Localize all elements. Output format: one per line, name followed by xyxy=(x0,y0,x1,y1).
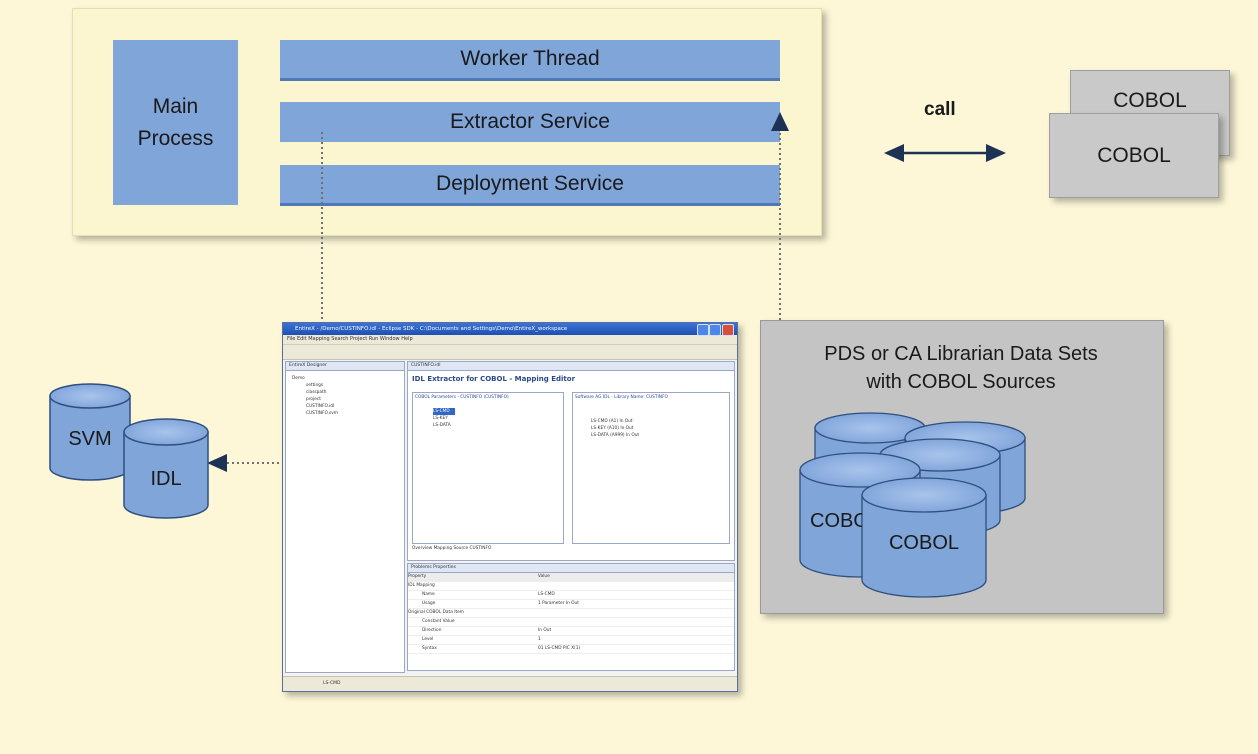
idl-panel-label: Software AG IDL - Library Name: CUSTINFO xyxy=(575,395,668,400)
cobol-parameters-label: COBOL Parameters - CUSTINFO (CUSTINFO) xyxy=(415,395,509,400)
properties-tabs[interactable]: Problems Properties xyxy=(408,564,734,573)
property-name: Usage xyxy=(422,601,436,606)
property-value: 1 xyxy=(538,637,541,642)
minimize-icon[interactable] xyxy=(697,324,709,336)
worker-thread-label: Worker Thread xyxy=(460,47,600,70)
worker-thread-box: Worker Thread xyxy=(280,40,780,81)
property-header: Property xyxy=(408,574,427,579)
svm-file-cylinder xyxy=(49,383,131,481)
property-name: Level xyxy=(422,637,434,642)
navigator-tab[interactable]: EntireX Designer xyxy=(286,362,404,371)
tree-file[interactable]: classpath xyxy=(306,390,327,395)
extractor-service-box: Extractor Service xyxy=(280,102,780,142)
property-value: 1 Parameter In Out xyxy=(538,601,579,606)
property-name: Direction xyxy=(422,628,442,633)
status-text: LS-CMD xyxy=(323,681,341,686)
idl-label: IDL xyxy=(150,468,182,490)
cobol-program-front-label: COBOL xyxy=(1097,143,1171,167)
cobol-program-back-label: COBOL xyxy=(1113,89,1187,112)
editor-window-titlebar: EntireX - /Demo/CUSTINFO.idl - Eclipse S… xyxy=(283,323,737,336)
pds-panel-title: PDS or CA Librarian Data Sets with COBOL… xyxy=(824,343,1098,393)
main-process-label: Main Process xyxy=(137,94,214,150)
cobol-field[interactable]: LS-DATA xyxy=(433,423,451,428)
cobol-parameters-panel: COBOL Parameters - CUSTINFO (CUSTINFO) L… xyxy=(412,392,564,544)
mapping-editor-screenshot: EntireX - /Demo/CUSTINFO.idl - Eclipse S… xyxy=(282,322,738,692)
mapping-editor-pane: CUSTINFO.idl IDL Extractor for COBOL - M… xyxy=(407,361,735,561)
cobol-source-cylinders xyxy=(799,412,1026,598)
call-label: call xyxy=(924,99,956,120)
editor-menu-bar[interactable]: File Edit Mapping Search Project Run Win… xyxy=(283,335,737,345)
idl-field[interactable]: LS-CMD (A1) In Out xyxy=(591,419,633,424)
tree-file[interactable]: project xyxy=(306,397,321,402)
property-name: Constant Value xyxy=(422,619,455,624)
pds-to-extractor-connector xyxy=(771,112,789,320)
deployment-service-label: Deployment Service xyxy=(436,172,624,195)
cobol-program-front: COBOL xyxy=(1049,113,1219,198)
property-name: Syntax xyxy=(422,646,437,651)
editor-toolbar xyxy=(283,345,737,360)
property-name: IDL Mapping xyxy=(408,583,435,588)
tree-project[interactable]: Demo xyxy=(292,376,305,381)
property-name: Original COBOL Data Item xyxy=(408,610,464,615)
tree-file[interactable]: settings xyxy=(306,383,324,388)
idl-file-cylinder xyxy=(123,418,209,519)
call-arrow xyxy=(884,144,1006,162)
cobol-field[interactable]: LS-KEY xyxy=(433,416,448,421)
deployment-service-box: Deployment Service xyxy=(280,165,780,206)
property-value: LS-CMD xyxy=(538,592,555,597)
cobol-field[interactable]: LS-CMD xyxy=(433,408,455,415)
idl-field[interactable]: LS-DATA (A999) In Out xyxy=(591,433,640,438)
property-value: 01 LS-CMD PIC X(1) xyxy=(538,646,581,651)
editor-heading: IDL Extractor for COBOL - Mapping Editor xyxy=(412,375,576,383)
editor-page-tabs[interactable]: Overview Mapping Source CUSTINFO xyxy=(412,546,492,551)
navigator-pane: EntireX Designer Demo settings classpath… xyxy=(285,361,405,673)
svm-label: SVM xyxy=(68,428,112,450)
cobol-source-label-front: COBOL xyxy=(888,532,960,554)
editor-status-bar: LS-CMD xyxy=(283,676,737,691)
properties-pane: Problems Properties Property Value IDL M… xyxy=(407,563,735,671)
property-value: In Out xyxy=(538,628,552,633)
extractor-service-label: Extractor Service xyxy=(450,110,610,133)
maximize-icon[interactable] xyxy=(709,324,721,336)
tree-file[interactable]: CUSTINFO.idl xyxy=(306,404,335,409)
property-name: Name xyxy=(422,592,435,597)
main-process-box: Main Process xyxy=(113,40,238,205)
value-header: Value xyxy=(538,574,550,579)
tree-file[interactable]: CUSTINFO.svm xyxy=(306,411,338,416)
close-icon[interactable] xyxy=(722,324,734,336)
idl-panel: Software AG IDL - Library Name: CUSTINFO… xyxy=(572,392,730,544)
cobol-source-label-back: COBOL xyxy=(810,510,862,532)
editor-to-idl-connector xyxy=(207,454,284,472)
editor-window-title: EntireX - /Demo/CUSTINFO.idl - Eclipse S… xyxy=(295,326,568,332)
editor-tab[interactable]: CUSTINFO.idl xyxy=(408,362,734,371)
idl-field[interactable]: LS-KEY (A10) In Out xyxy=(591,426,634,431)
